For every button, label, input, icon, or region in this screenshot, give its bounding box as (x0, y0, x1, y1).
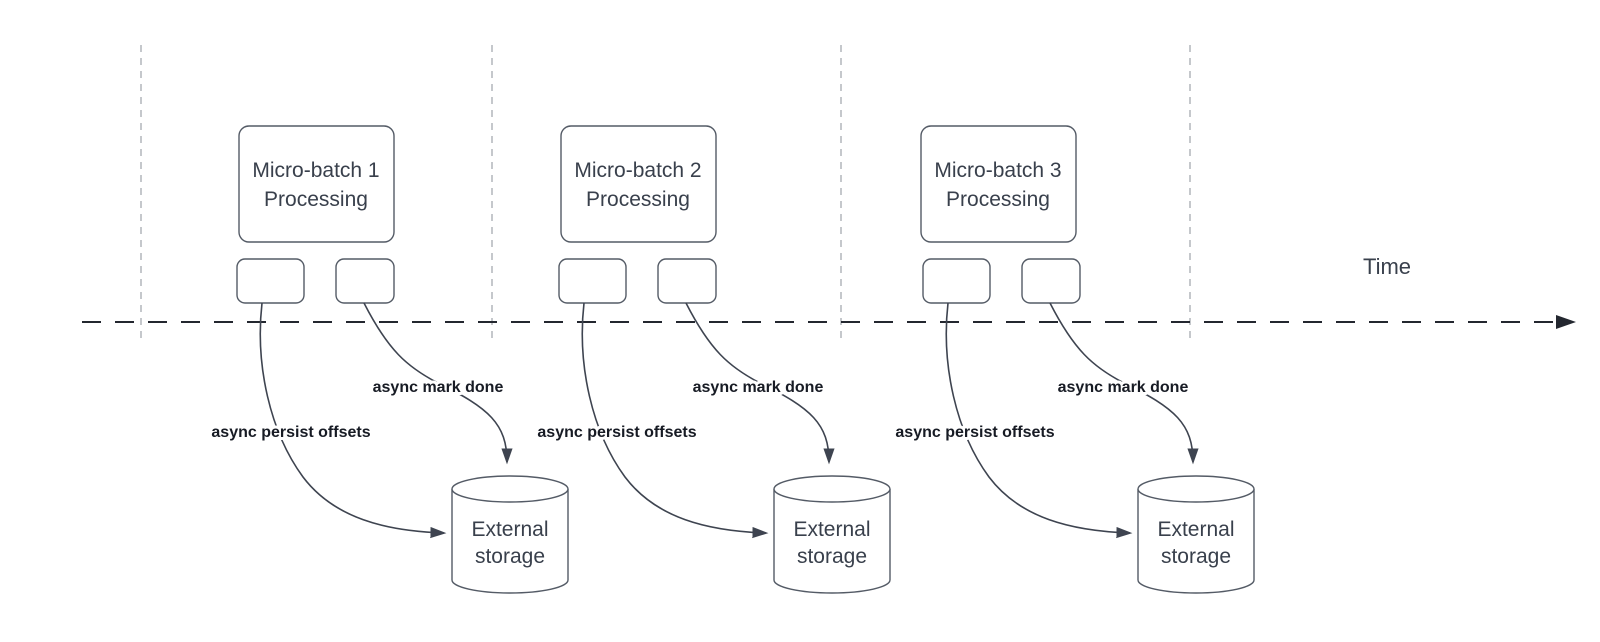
storage-label-line2: storage (1161, 545, 1231, 568)
external-storage-cylinder: External storage (1137, 475, 1255, 594)
storage-label-line2: storage (797, 545, 867, 568)
time-axis-label: Time (1363, 254, 1411, 279)
batch-group-3: Micro-batch 3 Processing async persist o… (892, 125, 1255, 594)
external-storage-cylinder: External storage (773, 475, 891, 594)
processing-box-title-line2: Processing (586, 188, 690, 211)
persist-offsets-label: async persist offsets (537, 424, 696, 441)
external-storage-cylinder: External storage (451, 475, 569, 594)
mark-done-arrow (1049, 302, 1199, 465)
mark-done-label: async mark done (373, 379, 504, 396)
persist-offsets-arrow (945, 302, 1133, 539)
persist-offsets-arrow (259, 302, 447, 539)
batch-group-2: Micro-batch 2 Processing async persist o… (534, 125, 891, 594)
processing-box-title-line1: Micro-batch 3 (934, 159, 1061, 182)
offset-task-box (236, 258, 305, 304)
markdone-task-box (657, 258, 717, 304)
persist-offsets-arrow (581, 302, 769, 539)
storage-label-line1: External (1157, 518, 1234, 541)
mark-done-label: async mark done (1058, 379, 1189, 396)
processing-box (560, 125, 717, 243)
storage-label-line2: storage (475, 545, 545, 568)
markdone-task-box (335, 258, 395, 304)
processing-box (920, 125, 1077, 243)
processing-box-title-line2: Processing (946, 188, 1050, 211)
storage-label-line1: External (793, 518, 870, 541)
persist-offsets-label: async persist offsets (211, 424, 370, 441)
processing-box-title-line1: Micro-batch 2 (574, 159, 701, 182)
persist-offsets-label: async persist offsets (895, 424, 1054, 441)
processing-box (238, 125, 395, 243)
offset-task-box (558, 258, 627, 304)
batch-group-1: Micro-batch 1 Processing async persist o… (208, 125, 569, 594)
mark-done-arrow (685, 302, 835, 465)
offset-task-box (922, 258, 991, 304)
markdone-task-box (1021, 258, 1081, 304)
processing-box-title-line2: Processing (264, 188, 368, 211)
processing-box-title-line1: Micro-batch 1 (252, 159, 379, 182)
mark-done-arrow (363, 302, 513, 465)
storage-label-line1: External (471, 518, 548, 541)
mark-done-label: async mark done (693, 379, 824, 396)
